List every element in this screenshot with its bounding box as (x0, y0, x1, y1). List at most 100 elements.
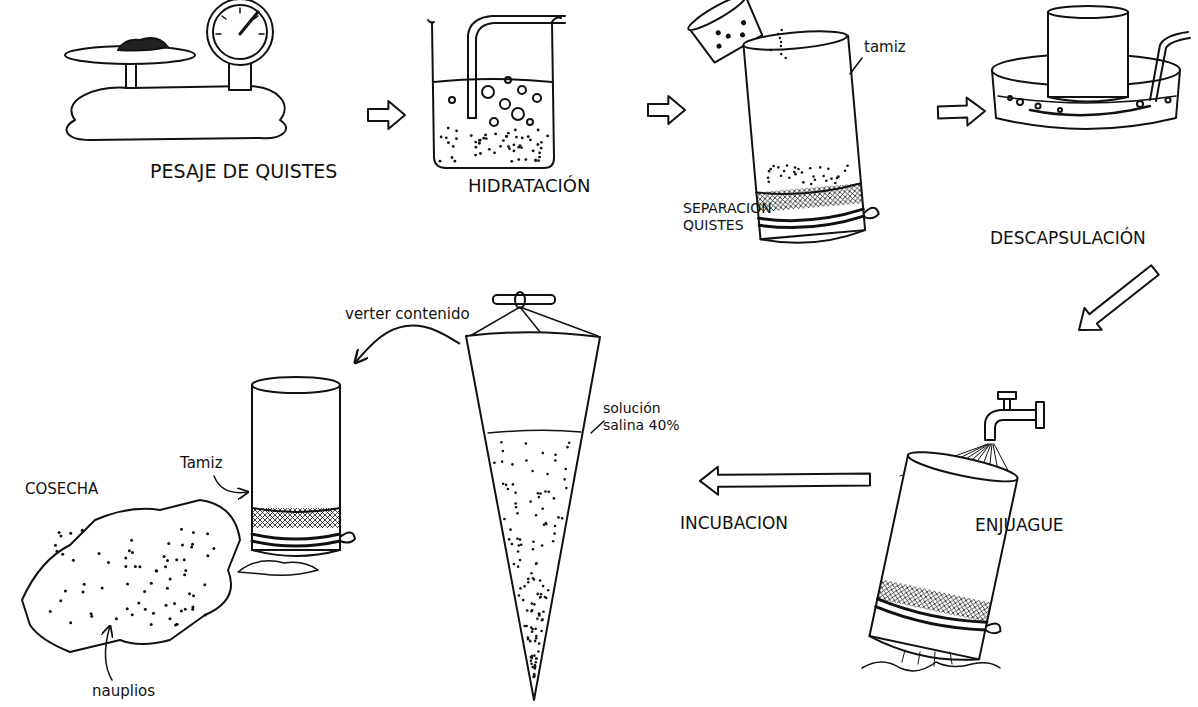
cyst-dots (527, 581, 530, 584)
cyst-dots (516, 537, 519, 540)
cyst-dots (535, 562, 538, 565)
cyst-dots (455, 129, 458, 132)
cyst-dots (131, 551, 134, 554)
cyst-dots (164, 565, 167, 568)
cyst-dots (529, 640, 532, 643)
harvest-drawing (252, 508, 340, 512)
cyst-dots (539, 579, 542, 582)
cyst-dots (532, 540, 535, 543)
cyst-dots (519, 559, 522, 562)
cyst-dots (144, 608, 147, 611)
cyst-dots (175, 558, 178, 561)
process-step: PESAJE DE QUISTES (60, 5, 368, 205)
cyst-dots (502, 450, 505, 453)
cyst-dots (191, 543, 194, 546)
harvest-drawing (252, 541, 340, 546)
cyst-dots (517, 565, 520, 568)
cyst-dots (566, 446, 569, 449)
cyst-dots (545, 523, 548, 526)
cyst-dots (521, 137, 524, 140)
cyst-dots (568, 441, 571, 444)
faucet-rinse-drawing (985, 410, 1040, 440)
cyst-dots (527, 638, 530, 641)
cyst-dots (541, 508, 544, 511)
sieve-pouring-drawing (717, 44, 721, 48)
annotation-label: tamiz (864, 38, 924, 56)
cyst-dots (545, 522, 548, 525)
beaker-drawing (468, 16, 565, 118)
sieve-pouring-drawing (760, 230, 865, 247)
cyst-dots (538, 612, 541, 615)
cyst-dots (534, 159, 537, 162)
cyst-dots (517, 550, 520, 553)
sieve-pouring-drawing (742, 21, 746, 25)
cyst-dots (564, 468, 567, 471)
faucet-rinse-drawing (906, 446, 1019, 487)
cyst-dots (525, 459, 528, 462)
cyst-dots (212, 547, 215, 550)
cyst-dots (126, 607, 129, 610)
beaker-drawing (449, 97, 455, 103)
connector-group (355, 96, 1159, 495)
cyst-dots (541, 544, 544, 547)
cyst-dots (143, 590, 146, 593)
process-step: DESCAPSULACIÓN (985, 5, 1185, 270)
cyst-dots (780, 41, 782, 43)
cyst-dots (155, 569, 158, 572)
cyst-dots (514, 502, 517, 505)
cyst-dots (846, 164, 849, 167)
cyst-dots (474, 154, 477, 157)
cyst-dots (822, 175, 825, 178)
cyst-dots (511, 463, 514, 466)
cyst-dots (527, 135, 530, 138)
cyst-dots (518, 544, 521, 547)
faucet-rinse-drawing (862, 662, 1000, 671)
cyst-dots (552, 540, 555, 543)
cyst-dots (801, 171, 804, 174)
cyst-dots (138, 565, 141, 568)
cyst-dots (137, 602, 140, 605)
cyst-dots (174, 624, 177, 627)
cyst-dots (554, 454, 557, 457)
decapsulation-tray-drawing (1036, 104, 1041, 109)
cyst-dots (173, 602, 176, 605)
cyst-dots (56, 550, 59, 553)
cyst-dots (470, 134, 473, 137)
scale-drawing (213, 5, 267, 59)
cyst-dots (59, 534, 62, 537)
cyst-dots (152, 612, 155, 615)
cyst-dots (517, 158, 520, 161)
decapsulation-tray-drawing (1030, 106, 1150, 115)
sieve-pouring-drawing (743, 28, 848, 53)
cyst-dots (767, 181, 770, 184)
cyst-dots (484, 134, 487, 137)
cyst-dots (81, 529, 84, 532)
cyst-dots (206, 532, 209, 535)
cyst-dots (203, 583, 206, 586)
cyst-dots (124, 556, 127, 559)
cyst-dots (542, 610, 545, 613)
cyst-dots (561, 517, 564, 520)
cyst-dots (522, 599, 525, 602)
sieve-pouring-drawing (726, 34, 730, 38)
faucet-rinse-drawing (875, 607, 986, 635)
cyst-dots (126, 582, 129, 585)
cyst-dots (538, 642, 541, 645)
cyst-dots (69, 621, 72, 624)
cyst-dots (452, 145, 455, 148)
cyst-dots (180, 609, 183, 612)
step-label: DESCAPSULACIÓN (990, 228, 1190, 248)
cyst-dots (535, 635, 538, 638)
decapsulation-tray-drawing (1150, 32, 1188, 100)
cyst-dots (784, 57, 786, 59)
cyst-dots (538, 156, 541, 159)
cyst-dots (531, 630, 534, 633)
cyst-dots (479, 139, 482, 142)
step-label: ENJUAGUE (975, 515, 1090, 535)
cyst-dots (514, 129, 517, 132)
cyst-dots (531, 470, 534, 473)
cyst-dots (513, 563, 516, 566)
cyst-dots (500, 441, 503, 444)
